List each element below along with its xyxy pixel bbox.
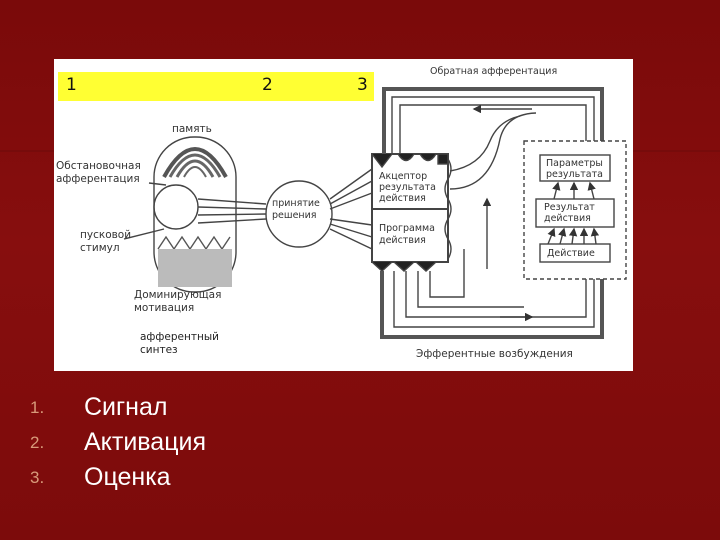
- dominant-label-line2: мотивация: [134, 302, 195, 314]
- stage-number-3: 3: [357, 75, 368, 95]
- synthesis-label-line2: синтез: [140, 344, 178, 356]
- result-label-line2: действия: [544, 213, 591, 224]
- functional-system-diagram: 1 2 3: [54, 59, 633, 371]
- program-label-line1: Программа: [379, 223, 435, 234]
- acceptor-label-line1: Акцептор: [379, 171, 428, 182]
- params-label-line2: результата: [546, 169, 603, 180]
- action-box: [539, 243, 611, 263]
- acceptor-label-line2: результата: [379, 182, 436, 193]
- diagram-drawing: [123, 87, 627, 339]
- acceptor-label-line3: действия: [379, 193, 426, 204]
- program-label-line2: действия: [379, 235, 426, 246]
- stage-number-1: 1: [66, 75, 77, 95]
- list-number: 2.: [30, 433, 45, 452]
- stage-number-bar: [58, 72, 374, 101]
- efferent-label: Эфферентные возбуждения: [416, 348, 573, 360]
- result-box: [535, 198, 615, 228]
- dominant-label-line1: Доминирующая: [134, 289, 222, 301]
- synthesis-label-line1: афферентный: [140, 331, 219, 343]
- situational-label-line2: афферентация: [56, 173, 140, 185]
- trigger-label-line1: пусковой: [80, 229, 132, 241]
- list-number: 1.: [30, 398, 45, 417]
- situational-label-line1: Обстановочная: [56, 160, 141, 172]
- list-text-activation: Активация: [84, 428, 207, 456]
- list-text-signal: Сигнал: [84, 393, 168, 421]
- action-label: Действие: [547, 248, 595, 259]
- memory-label: память: [172, 123, 212, 135]
- synthesis-circle: [153, 184, 199, 230]
- result-label-line1: Результат: [544, 202, 595, 213]
- decision-circle: [265, 180, 333, 248]
- decision-label-line2: решения: [272, 210, 317, 221]
- feedback-label: Обратная афферентация: [430, 66, 558, 77]
- result-dashed-box: [523, 140, 627, 280]
- trigger-label-line2: стимул: [80, 242, 120, 254]
- stage-number-2: 2: [262, 75, 273, 95]
- params-box: [539, 154, 611, 182]
- decision-label-line1: принятие: [272, 198, 320, 209]
- list-text-evaluation: Оценка: [84, 463, 171, 491]
- list-number: 3.: [30, 468, 45, 487]
- params-label-line1: Параметры: [546, 158, 603, 169]
